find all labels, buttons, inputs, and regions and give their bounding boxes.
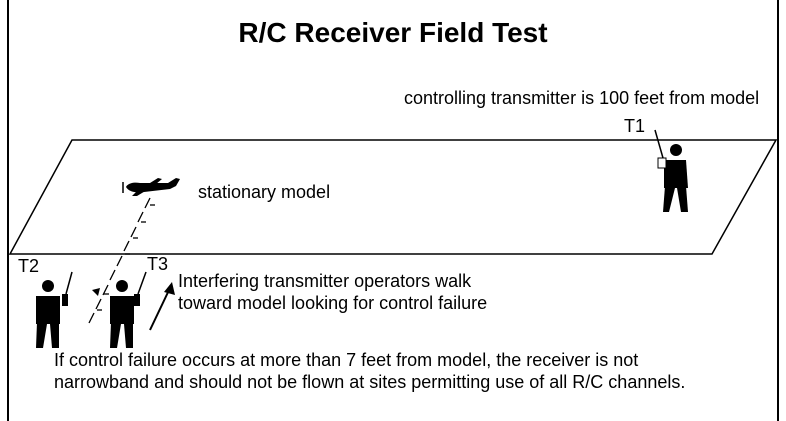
conclusion-line-1: If control failure occurs at more than 7…	[54, 350, 639, 370]
operator-t3-icon	[92, 271, 147, 348]
airplane-icon	[122, 178, 180, 196]
t2-label: T2	[18, 256, 40, 276]
stationary-model-label: stationary model	[198, 182, 331, 202]
interfering-line-2: toward model looking for control failure	[178, 293, 488, 313]
field-outline	[8, 139, 778, 255]
conclusion-line-2: narrowband and should not be flown at si…	[54, 372, 686, 392]
interfering-line-1: Interfering transmitter operators walk	[178, 271, 472, 291]
approach-path	[88, 197, 155, 324]
arrow-icon	[149, 282, 175, 331]
operator-t1-icon	[654, 129, 688, 212]
operator-t2-icon	[36, 271, 73, 348]
t1-label: T1	[624, 116, 646, 136]
t3-label: T3	[147, 254, 169, 274]
diagram-title: R/C Receiver Field Test	[238, 17, 548, 48]
controlling-transmitter-label: controlling transmitter is 100 feet from…	[404, 88, 760, 108]
